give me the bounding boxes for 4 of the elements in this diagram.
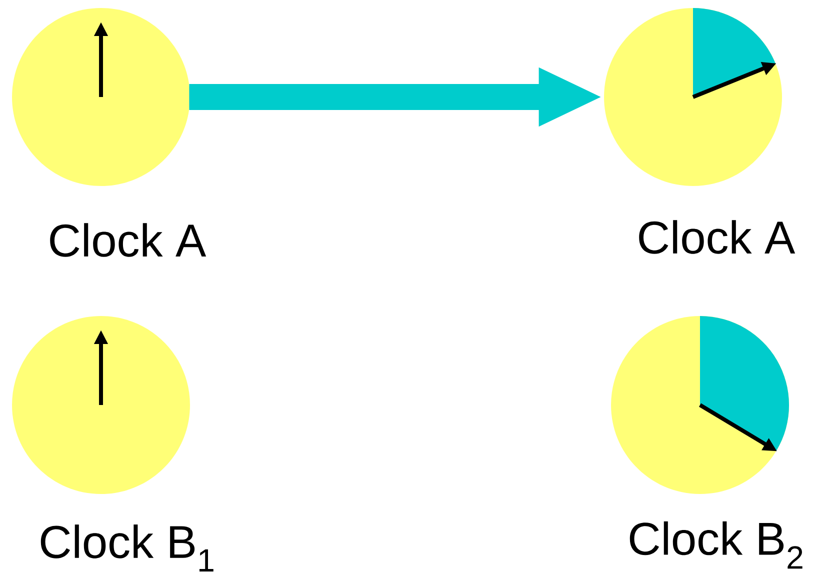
- clock-label: Clock A: [50, 223, 206, 257]
- clock-label: Clock A: [639, 220, 796, 254]
- clock-label: Clock B$_{1}$: [40, 524, 214, 572]
- clock-label: Clock B$_{2}$: [630, 521, 802, 569]
